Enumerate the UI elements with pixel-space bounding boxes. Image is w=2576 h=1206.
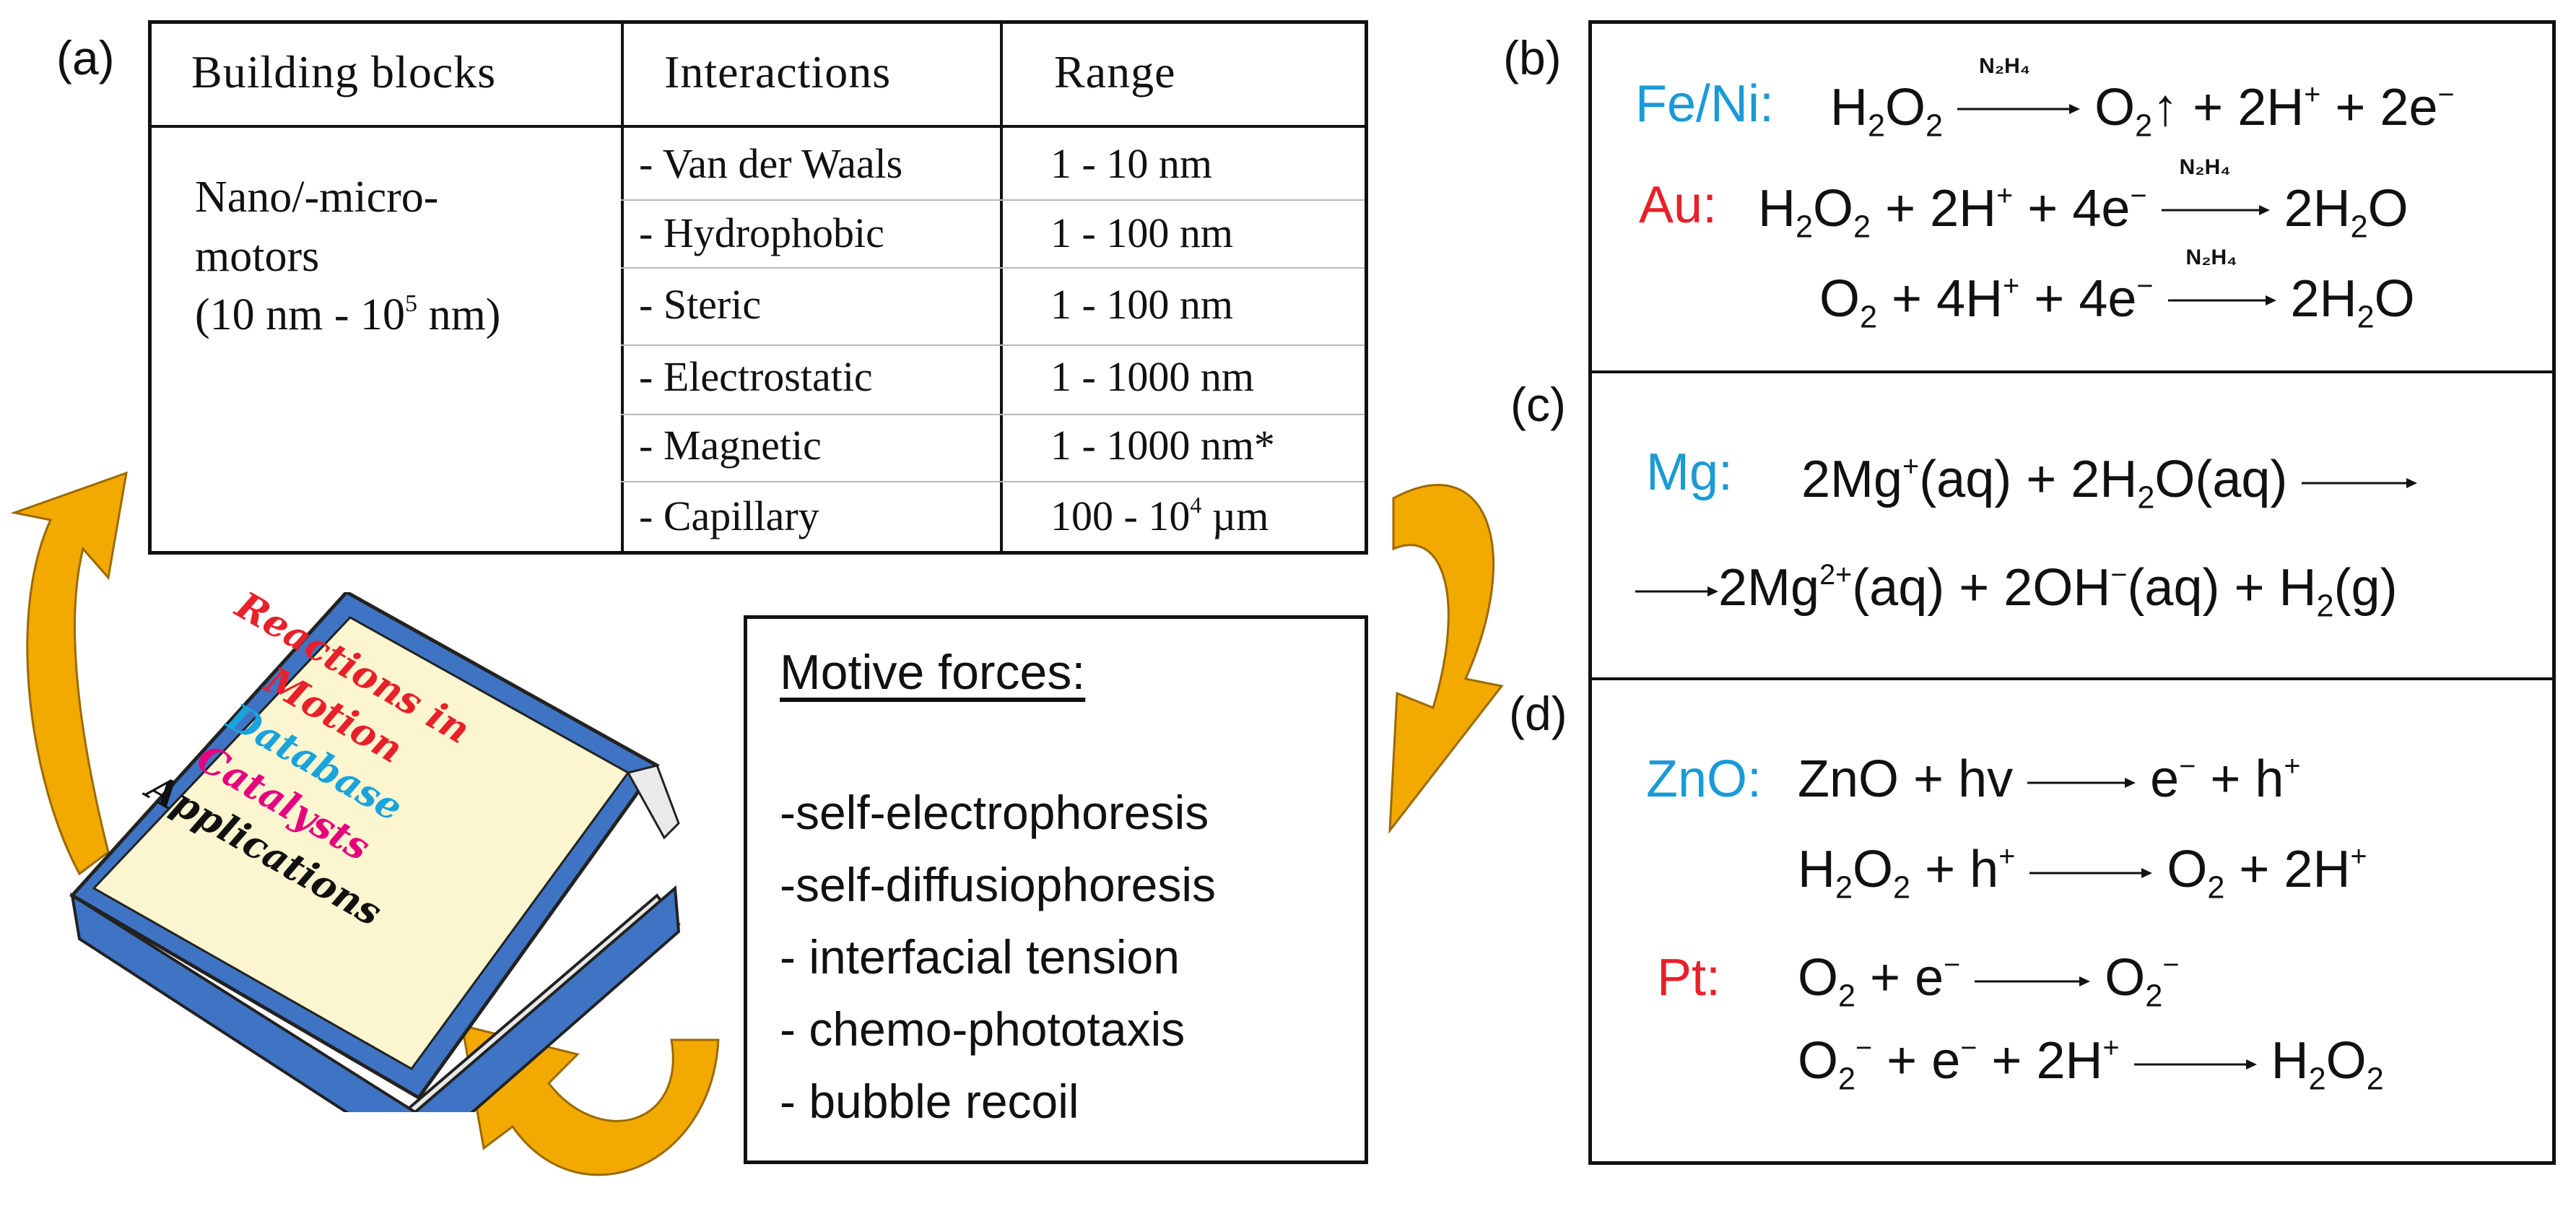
range-steric: 1 - 100 nm xyxy=(1050,281,1233,328)
arrow-table-to-motive xyxy=(1388,484,1504,834)
motive-forces-title: Motive forces: xyxy=(780,645,1086,700)
motive-forces-box: Motive forces: -self-electrophoresis -se… xyxy=(744,615,1368,1164)
reaction-pt-1: O2 + e− O2− xyxy=(1798,949,2180,1014)
reaction-zno-1: ZnO + hv e− + h+ xyxy=(1798,750,2301,808)
building-block-line2: motors xyxy=(195,232,320,281)
panel-label-b: (b) xyxy=(1503,31,1562,84)
reaction-au-1: H2O2 + 2H+ + 4e− N₂H₄ 2H2O xyxy=(1758,155,2409,245)
catalyst-label: N₂H₄ xyxy=(1979,54,2031,78)
book-illustration: Reactions in Motion Database Catalysts A… xyxy=(69,592,681,1112)
interaction-steric: - Steric xyxy=(639,281,762,328)
header-interactions: Interactions xyxy=(664,46,892,97)
label-zno: ZnO: xyxy=(1646,750,1762,808)
reaction-zno-2: H2O2 + h+ O2 + 2H+ xyxy=(1798,841,2367,906)
label-au: Au: xyxy=(1639,176,1718,234)
range-van-der-waals: 1 - 10 nm xyxy=(1050,140,1212,187)
reaction-fe-ni: H2O2 N₂H₄ O2↑ + 2H+ + 2e− xyxy=(1830,54,2455,144)
interaction-magnetic: - Magnetic xyxy=(639,422,822,469)
catalyst-label: N₂H₄ xyxy=(2179,155,2231,179)
motive-item: - interfacial tension xyxy=(780,930,1180,984)
interactions-table: Building blocks Interactions Range Nano/… xyxy=(148,20,1368,555)
building-block-line3: (10 nm - 105 nm) xyxy=(195,290,501,339)
motive-item: - bubble recoil xyxy=(780,1075,1079,1128)
building-block-line1: Nano/-micro- xyxy=(195,173,439,222)
reaction-mg-1: 2Mg+(aq) + 2H2O(aq) xyxy=(1801,450,2418,516)
panel-label-a: (a) xyxy=(56,31,115,84)
range-capillary: 100 - 104 µm xyxy=(1050,493,1269,539)
header-building-blocks: Building blocks xyxy=(191,46,497,97)
motive-item: -self-diffusiophoresis xyxy=(780,858,1217,911)
label-mg: Mg: xyxy=(1646,443,1733,501)
arrow-book-to-table xyxy=(10,471,128,876)
label-pt: Pt: xyxy=(1657,949,1721,1007)
motive-item: - chemo-phototaxis xyxy=(780,1002,1185,1056)
reaction-pt-2: O2− + e− + 2H+ H2O2 xyxy=(1798,1032,2384,1097)
panel-label-d: (d) xyxy=(1509,687,1567,740)
interaction-electrostatic: - Electrostatic xyxy=(639,353,873,400)
interaction-van-der-waals: - Van der Waals xyxy=(639,140,903,187)
reaction-au-2: O2 + 4H+ + 4e− N₂H₄ 2H2O xyxy=(1819,246,2415,335)
interaction-hydrophobic: - Hydrophobic xyxy=(639,209,884,256)
reaction-mg-2: 2Mg2+(aq) + 2OH−(aq) + H2(g) xyxy=(1635,558,2398,624)
range-electrostatic: 1 - 1000 nm xyxy=(1050,353,1254,400)
reactions-panel: Fe/Ni: H2O2 N₂H₄ O2↑ + 2H+ + 2e− Au: H2O… xyxy=(1588,20,2556,1165)
label-fe-ni: Fe/Ni: xyxy=(1635,75,1775,133)
range-hydrophobic: 1 - 100 nm xyxy=(1050,209,1233,256)
interaction-capillary: - Capillary xyxy=(639,493,819,539)
header-range: Range xyxy=(1054,46,1176,97)
panel-label-c: (c) xyxy=(1510,378,1566,431)
catalyst-label: N₂H₄ xyxy=(2185,246,2237,269)
motive-item: -self-electrophoresis xyxy=(780,786,1209,839)
range-magnetic: 1 - 1000 nm* xyxy=(1050,422,1275,469)
